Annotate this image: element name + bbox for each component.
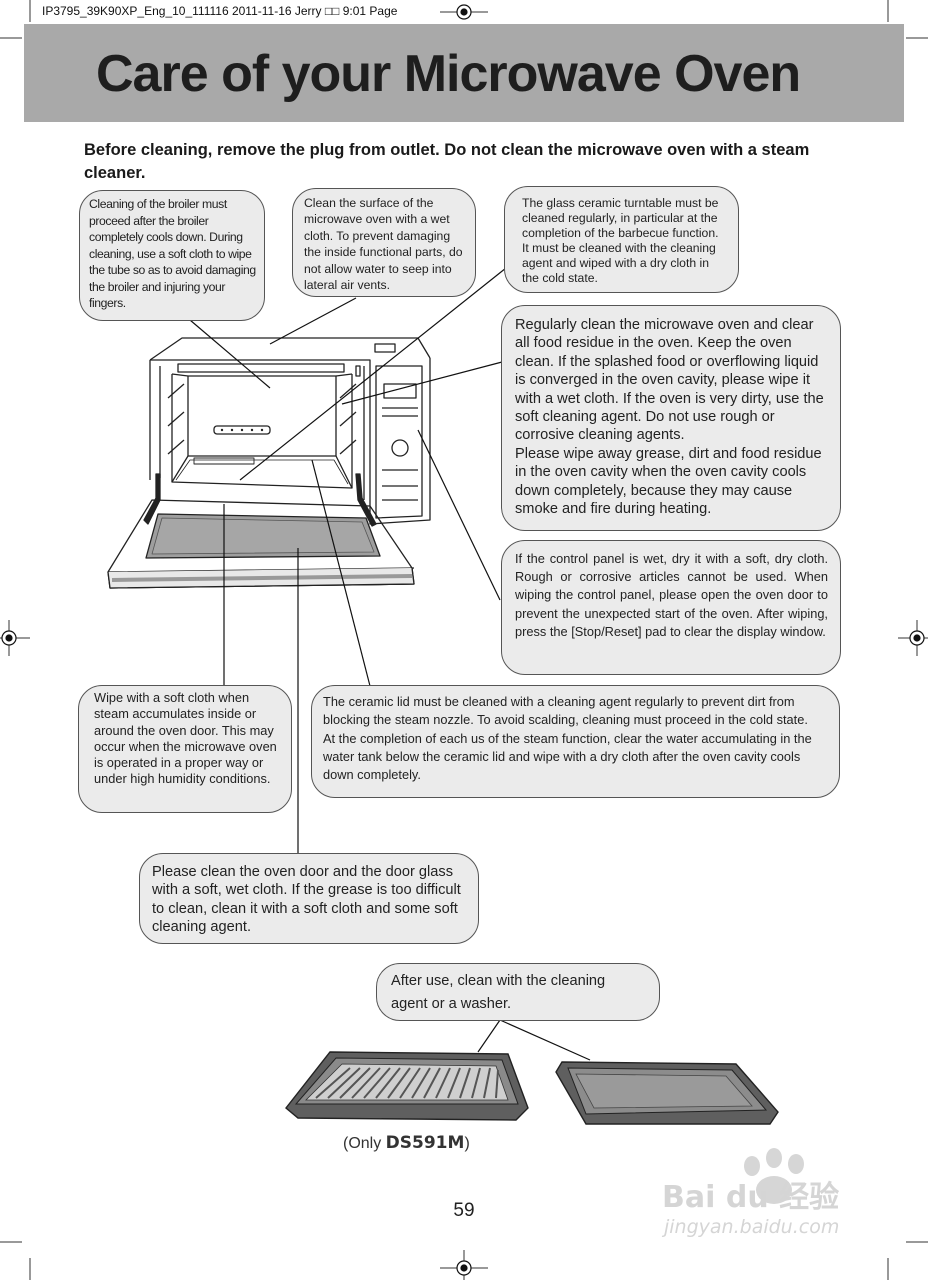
callout-door: Please clean the oven door and the door … (139, 853, 479, 944)
title-band: Care of your Microwave Oven (24, 24, 904, 122)
registration-mark-right (909, 630, 925, 646)
baking-tray (555, 1061, 779, 1125)
callout-door-text: Please clean the oven door and the door … (152, 864, 461, 936)
callout-cavity: Regularly clean the microwave oven and c… (501, 305, 841, 531)
callout-surface: Clean the surface of the microwave oven … (292, 188, 476, 297)
door-hinge-left (143, 473, 161, 525)
door-hinge-right (355, 473, 377, 527)
leader-lines (189, 267, 591, 1061)
callout-accessories-text: After use, clean with the cleaning agent… (391, 973, 606, 1012)
oven-top (149, 337, 431, 361)
steam-nozzle (213, 425, 271, 435)
registration-mark-top (456, 4, 472, 20)
page-title: Care of your Microwave Oven (96, 45, 801, 103)
callout-cavity-text-1: Regularly clean the microwave oven and c… (515, 317, 824, 444)
print-info-line: IP3795_39K90XP_Eng_10_111116 2011-11-16 … (42, 4, 398, 18)
control-dial (391, 439, 409, 457)
grill-tray (285, 1051, 529, 1121)
intro-warning: Before cleaning, remove the plug from ou… (84, 141, 810, 182)
page-number: 59 (453, 1200, 475, 1221)
watermark-url: jingyan.baidu.com (664, 1216, 840, 1238)
callout-steam: Wipe with a soft cloth when steam accumu… (78, 685, 292, 813)
callout-broiler: Cleaning of the broiler must proceed aft… (79, 190, 265, 321)
watermark-logo: Bai du 经验 (662, 1180, 840, 1215)
callout-turntable: The glass ceramic turntable must be clea… (504, 186, 739, 293)
callout-cavity-text-2: Please wipe away grease, dirt and food r… (515, 445, 822, 518)
callout-surface-text: Clean the surface of the microwave oven … (304, 196, 463, 293)
ceramic-lid (193, 457, 255, 465)
registration-mark-bottom (456, 1260, 472, 1276)
display-window-top (374, 343, 396, 353)
oven-body (149, 358, 431, 525)
callout-turntable-text: The glass ceramic turntable must be clea… (522, 196, 719, 285)
registration-mark-left (1, 630, 17, 646)
callout-control-panel: If the control panel is wet, dry it with… (501, 540, 841, 675)
cavity-floor (171, 455, 353, 489)
tray-caption: (Only DS591M) (343, 1133, 470, 1153)
callout-accessories: After use, clean with the cleaning agent… (376, 963, 660, 1021)
callout-ceramic-lid: The ceramic lid must be cleaned with a c… (311, 685, 840, 798)
callout-control-panel-text: If the control panel is wet, dry it with… (515, 551, 828, 639)
broiler-strip (177, 363, 345, 373)
caption-prefix: (Only (343, 1135, 386, 1152)
callout-ceramic-lid-text: The ceramic lid must be cleaned with a c… (323, 694, 812, 783)
caption-suffix: ) (464, 1135, 470, 1152)
control-panel (375, 365, 423, 519)
callout-steam-text: Wipe with a soft cloth when steam accumu… (94, 690, 277, 787)
callout-broiler-text: Cleaning of the broiler must proceed aft… (89, 197, 256, 310)
caption-model: DS591M (385, 1133, 465, 1153)
